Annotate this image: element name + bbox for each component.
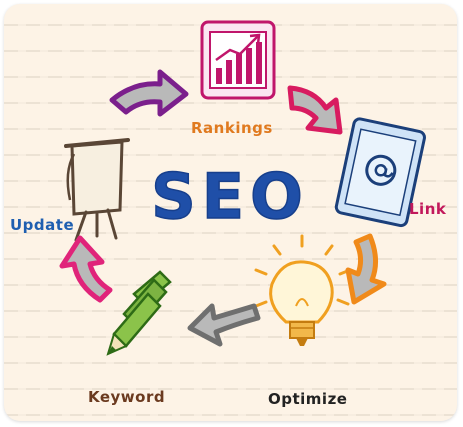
arrow-optimize-to-keyword [187, 303, 261, 347]
chart-monitor-icon [200, 20, 276, 100]
seo-cycle-diagram: SEO [59, 20, 426, 356]
email-at-icon [334, 117, 426, 228]
label-update: Update [10, 216, 75, 234]
lightbulb-icon [254, 234, 352, 346]
seo-title: SEO [151, 160, 309, 233]
pencil-icon [106, 270, 172, 356]
label-optimize: Optimize [268, 390, 348, 408]
arrow-rankings-to-link [287, 85, 343, 135]
easel-board-icon [64, 138, 130, 242]
arrow-link-to-optimize [345, 233, 387, 305]
seo-cycle-card: SEO Rankings Link Optimize Keyword Updat… [4, 4, 457, 421]
arrow-update-to-rankings [109, 69, 189, 117]
label-rankings: Rankings [191, 119, 273, 137]
label-link: Link [409, 200, 447, 218]
label-keyword: Keyword [88, 388, 166, 406]
arrow-keyword-to-update [59, 235, 113, 303]
